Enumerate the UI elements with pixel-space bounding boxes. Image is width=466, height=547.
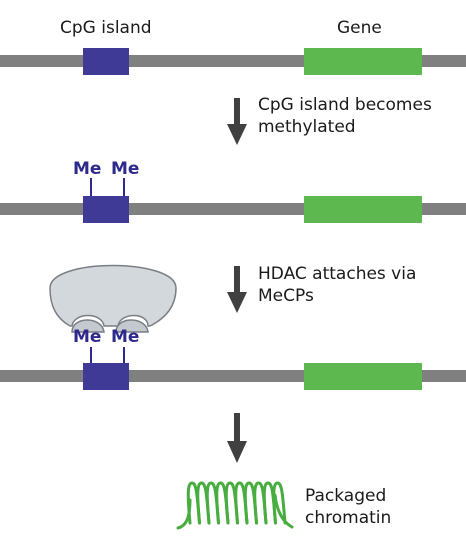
chromatin-loop [272,481,287,525]
dna-strand-1 [0,48,466,75]
gene-box [304,48,422,75]
methyl-tag-left: Me [73,327,102,347]
methyl-tag-right: Me [111,159,140,179]
mecp-left [71,319,105,333]
dna-strand-3 [0,347,466,390]
cpg-island-box [83,363,129,390]
chromatin-coil [176,481,294,530]
step-arrow-2 [227,266,247,313]
cpg-island-box [83,196,129,223]
step-arrow-3 [227,413,247,463]
gene-box [304,196,422,223]
step-2-text: HDAC attaches via MeCPs [258,264,417,306]
dna-strand-2 [0,178,466,223]
step-1-text: CpG island becomes methylated [258,95,432,137]
gene-label: Gene [337,18,382,38]
mecp-right [115,319,149,333]
chromatin-tail-right [273,493,294,529]
hdac-body [49,264,177,327]
cpg-island-label: CpG island [60,18,152,38]
step-arrow-1 [227,98,247,145]
cpg-island-box [83,48,129,75]
methyl-tag-left: Me [73,159,102,179]
gene-box [304,363,422,390]
hdac-complex [49,264,177,333]
packaged-chromatin-label: Packaged chromatin [305,486,392,528]
methyl-tag-right: Me [111,327,140,347]
